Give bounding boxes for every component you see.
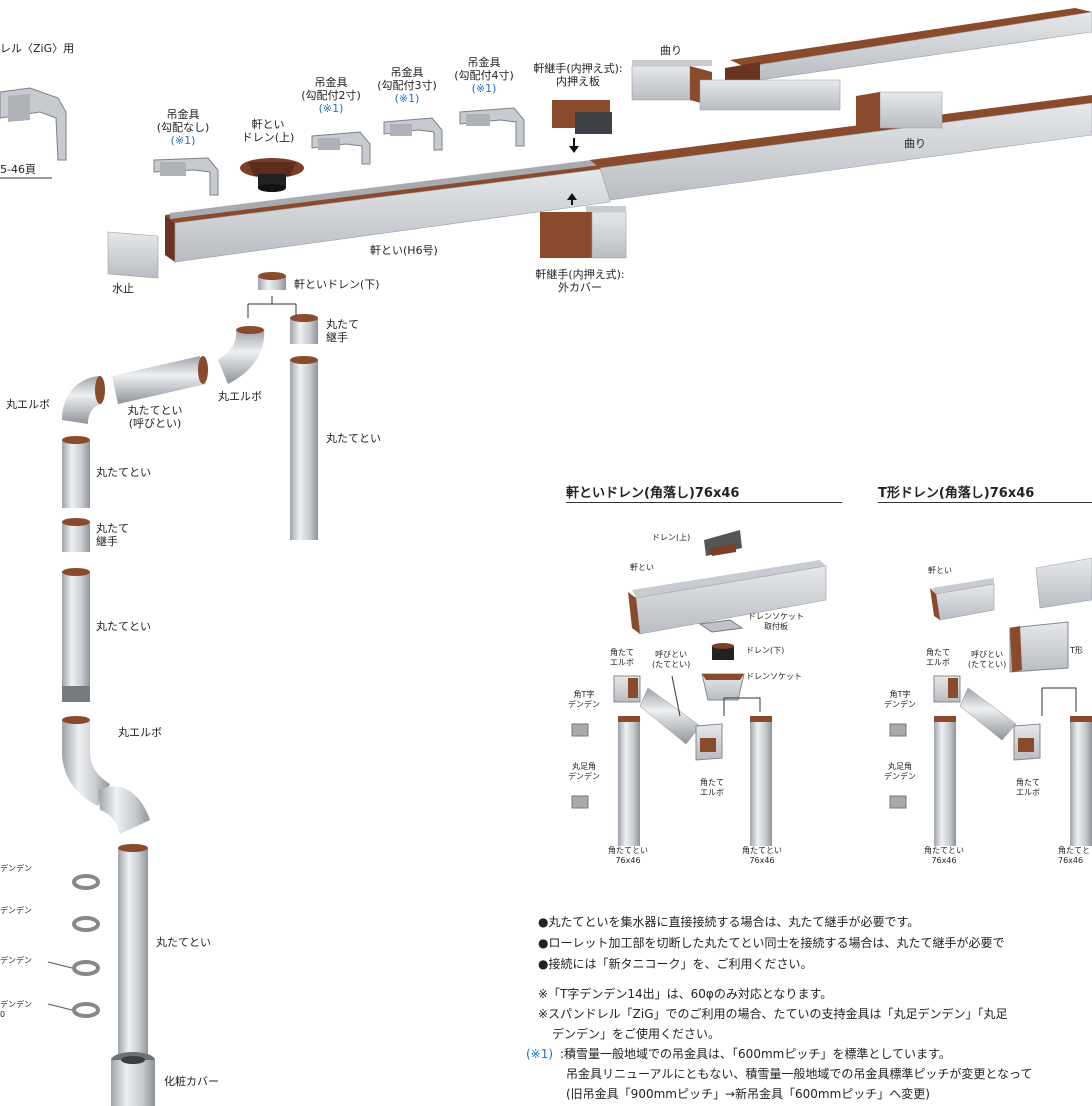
- footnote-mark: (※1): [526, 1047, 554, 1061]
- pb-t-denden: 角T字デンデン: [884, 690, 916, 709]
- pa-elbow-b: 角たてエルボ: [700, 778, 724, 797]
- top-left-heading: レル〈ZiG〉用: [0, 42, 75, 55]
- joint-outer-cover: [540, 193, 627, 259]
- pa-foot-denden: 丸足角デンデン: [568, 762, 600, 781]
- elbow-c-label: 丸エルボ: [118, 726, 162, 739]
- pa-elbow: 角たてエルボ: [610, 648, 634, 667]
- footnote-3: (旧吊金具「900mmピッチ」→新吊金具「600mmピッチ」へ変更): [566, 1087, 930, 1101]
- pipe-right: [290, 356, 318, 540]
- hanger-4-label: 吊金具(勾配付4寸)(※1): [454, 56, 514, 95]
- note-bullet-1: ●丸たてといを集水器に直接接続する場合は、丸たて継手が必要です。: [538, 915, 920, 929]
- pipe-2-label: 丸たてとい: [96, 620, 151, 633]
- gutter-upper-right: [590, 95, 1092, 201]
- hanger-3-icon: [383, 117, 443, 151]
- panel-a-rule: [566, 502, 842, 503]
- bend-right-label: 曲り: [904, 137, 926, 150]
- joint-inner-label: 軒継手(内押え式):内押え板: [533, 62, 623, 88]
- decor-cover: [111, 1052, 155, 1106]
- pa-socket-plate: ドレンソケット取付板: [748, 612, 804, 631]
- denden-3-label: デンデン: [0, 956, 32, 965]
- pipe-3-label: 丸たてとい: [156, 936, 211, 949]
- water-stop: [107, 231, 159, 279]
- round-joint-top: [290, 314, 318, 344]
- pa-socket: ドレンソケット: [746, 672, 802, 681]
- footnote-2: 吊金具リニューアルにともない、積雪量一般地域での吊金具標準ピッチが変更となって: [566, 1067, 1033, 1081]
- panel-b-rule: [878, 502, 1092, 503]
- panel-b-drawing: [889, 557, 1092, 846]
- drain-upper-icon: [240, 158, 304, 192]
- pipe-2: [62, 568, 90, 702]
- pa-call: 呼びとい(たてとい): [652, 650, 691, 669]
- gutter-top-right: [725, 8, 1092, 88]
- pb-t-drain: T形: [1070, 646, 1083, 655]
- page-ref: 5-46頁: [0, 163, 36, 176]
- footnote-1: :積雪量一般地域での吊金具は、「600mmピッチ」を標準としています。: [560, 1047, 951, 1061]
- pa-drain-up: ドレン(上): [652, 533, 691, 542]
- note-bullet-3: ●接続には「新タニコーク」を、ご利用ください。: [538, 957, 813, 971]
- pipe-1: [62, 436, 90, 508]
- pipe-3: [118, 844, 148, 1078]
- pa-t-denden: 角T字デンデン: [568, 690, 600, 709]
- drain-upper-label: 軒といドレン(上): [241, 118, 295, 144]
- pb-elbow: 角たてエルボ: [926, 648, 950, 667]
- connector-line: [247, 296, 297, 318]
- hanger-4-icon: [459, 107, 525, 147]
- bend-top-label: 曲り: [660, 44, 682, 57]
- round-elbow-c: [62, 716, 150, 834]
- denden-clip-icon: [47, 874, 100, 1018]
- note-2a: ※スパンドレル「ZiG」でのご利用の場合、たていの支持金具は「丸足デンデン」「丸…: [538, 1007, 1008, 1021]
- elbow-b-label: 丸エルボ: [6, 398, 50, 411]
- call-pipe-label: 丸たてとい(呼びとい): [127, 404, 183, 430]
- gutter-h6: [165, 159, 611, 263]
- cover-label: 化粧カバー: [164, 1075, 219, 1088]
- round-joint-top-label: 丸たて継手: [326, 318, 359, 344]
- drain-lower-label: 軒といドレン(下): [294, 278, 380, 291]
- stop-label: 水止: [112, 282, 134, 295]
- note-bullet-2: ●ローレット加工部を切断した丸たてとい同士を接続する場合は、丸たて継手が必要で: [538, 936, 1005, 950]
- round-elbow-a: [218, 326, 265, 384]
- denden-2-label: デンデン: [0, 906, 32, 915]
- pb-foot-denden: 丸足角デンデン: [884, 762, 916, 781]
- panel-a-title: 軒といドレン(角落し)76x46: [566, 486, 740, 501]
- pb-call: 呼びとい(たてとい): [968, 650, 1007, 669]
- note-2b: デンデン」をご使用ください。: [552, 1027, 721, 1041]
- joint-inner-plate: [552, 100, 612, 153]
- pipe-right-label: 丸たてとい: [326, 432, 381, 445]
- bend-top: [631, 60, 841, 111]
- panel-a-drawing: [571, 530, 827, 846]
- drain-lower-icon: [258, 272, 286, 290]
- hanger-none-label: 吊金具(勾配なし)(※1): [156, 108, 210, 147]
- elbow-a-label: 丸エルボ: [218, 390, 262, 403]
- hanger-none-icon: [153, 157, 219, 196]
- bend-right: [856, 91, 943, 134]
- pipe-1-label: 丸たてとい: [96, 466, 151, 479]
- call-pipe: [112, 356, 208, 404]
- pa-gutter: 軒とい: [630, 563, 654, 572]
- hanger-2-label: 吊金具(勾配付2寸)(※1): [301, 76, 361, 115]
- joint-outer-label: 軒継手(内押え式):外カバー: [535, 268, 625, 294]
- hanger-2-icon: [311, 131, 371, 165]
- pa-drain-down: ドレン(下): [746, 646, 785, 655]
- panel-b-title: T形ドレン(角落し)76x46: [878, 486, 1035, 501]
- bracket-icon: [0, 87, 67, 161]
- gutter-label: 軒とい(H6号): [370, 244, 438, 257]
- round-joint-mid-label: 丸たて継手: [96, 522, 129, 548]
- pb-gutter: 軒とい: [928, 566, 952, 575]
- denden-1-label: デンデン: [0, 864, 32, 873]
- pb-elbow-b: 角たてエルボ: [1016, 778, 1040, 797]
- hanger-3-label: 吊金具(勾配付3寸)(※1): [377, 66, 437, 105]
- round-joint-mid: [62, 518, 90, 552]
- round-elbow-b: [62, 376, 105, 424]
- note-1: ※「T字デンデン14出」は、60φのみ対応となります。: [538, 987, 833, 1001]
